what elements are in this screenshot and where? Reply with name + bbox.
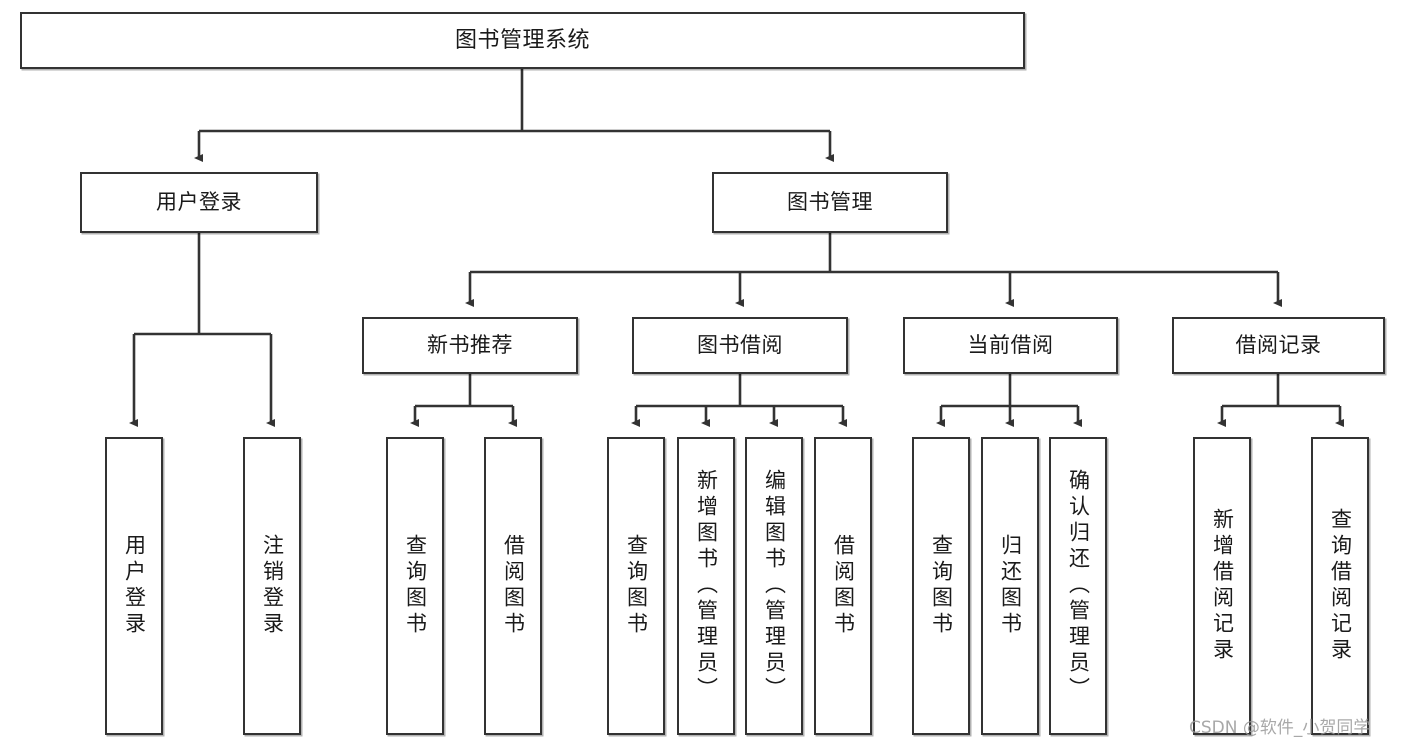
- node-current-borrow[interactable]: 当前借阅: [903, 317, 1118, 374]
- node-label: 借阅记录: [1235, 333, 1322, 358]
- node-root-book-management-system[interactable]: 图书管理系统: [20, 12, 1025, 69]
- node-label: 确认归还（管理员）: [1066, 469, 1091, 703]
- leaf-borrow-record-add-record[interactable]: 新增借阅记录: [1193, 437, 1251, 735]
- leaf-book-borrow-edit-book-admin[interactable]: 编辑图书（管理员）: [745, 437, 803, 735]
- node-label: 当前借阅: [967, 333, 1054, 358]
- leaf-current-borrow-query-books[interactable]: 查询图书: [912, 437, 970, 735]
- node-label: 用户登录: [156, 190, 242, 215]
- node-label: 借阅图书: [501, 534, 526, 638]
- node-label: 注销登录: [260, 534, 285, 638]
- node-label: 新书推荐: [427, 333, 513, 358]
- node-label: 图书管理: [787, 190, 873, 215]
- node-borrow-record[interactable]: 借阅记录: [1172, 317, 1385, 374]
- node-label: 查询图书: [624, 534, 649, 638]
- node-label: 查询借阅记录: [1328, 508, 1353, 664]
- leaf-book-borrow-add-book-admin[interactable]: 新增图书（管理员）: [677, 437, 735, 735]
- node-label: 查询图书: [929, 534, 954, 638]
- node-label: 编辑图书（管理员）: [762, 469, 787, 703]
- leaf-current-borrow-return-books[interactable]: 归还图书: [981, 437, 1039, 735]
- node-label: 用户登录: [122, 534, 147, 638]
- node-user-login[interactable]: 用户登录: [80, 172, 318, 233]
- node-book-management[interactable]: 图书管理: [712, 172, 948, 233]
- node-label: 新增图书（管理员）: [694, 469, 719, 703]
- leaf-user-login-login[interactable]: 用户登录: [105, 437, 163, 735]
- node-label: 查询图书: [403, 534, 428, 638]
- leaf-current-borrow-confirm-return-admin[interactable]: 确认归还（管理员）: [1049, 437, 1107, 735]
- node-label: 借阅图书: [831, 534, 856, 638]
- leaf-book-borrow-query-books[interactable]: 查询图书: [607, 437, 665, 735]
- leaf-borrow-record-query-record[interactable]: 查询借阅记录: [1311, 437, 1369, 735]
- node-label: 图书管理系统: [454, 27, 590, 53]
- leaf-book-borrow-borrow-books[interactable]: 借阅图书: [814, 437, 872, 735]
- node-book-borrow[interactable]: 图书借阅: [632, 317, 848, 374]
- node-label: 归还图书: [998, 534, 1023, 638]
- node-label: 新增借阅记录: [1210, 508, 1235, 664]
- watermark-text: CSDN @软件_小贺同学: [1189, 718, 1371, 738]
- leaf-new-book-query-books[interactable]: 查询图书: [386, 437, 444, 735]
- leaf-new-book-borrow-books[interactable]: 借阅图书: [484, 437, 542, 735]
- node-label: 图书借阅: [697, 333, 783, 358]
- node-new-book-recommendation[interactable]: 新书推荐: [362, 317, 578, 374]
- leaf-user-login-logout[interactable]: 注销登录: [243, 437, 301, 735]
